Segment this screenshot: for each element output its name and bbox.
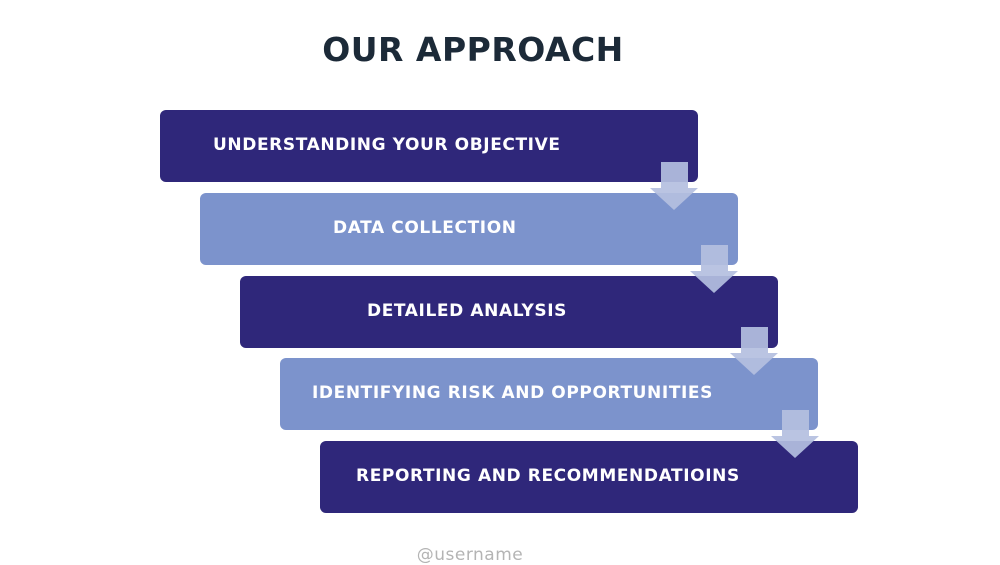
step-label: REPORTING AND RECOMMENDATIOINS	[356, 466, 740, 486]
step-identifying-risk: IDENTIFYING RISK AND OPPORTUNITIES	[280, 358, 818, 430]
step-label: DETAILED ANALYSIS	[367, 301, 568, 321]
username-watermark: @username	[416, 545, 524, 565]
step-reporting-recommendations: REPORTING AND RECOMMENDATIOINS	[320, 441, 858, 513]
step-label: IDENTIFYING RISK AND OPPORTUNITIES	[312, 383, 713, 403]
page-title: OUR APPROACH	[322, 30, 624, 69]
step-label: DATA COLLECTION	[333, 218, 517, 238]
step-data-collection: DATA COLLECTION	[200, 193, 738, 265]
down-arrow-icon	[730, 327, 778, 375]
step-understanding-objective: UNDERSTANDING YOUR OBJECTIVE	[160, 110, 698, 182]
down-arrow-icon	[771, 410, 819, 458]
step-label: UNDERSTANDING YOUR OBJECTIVE	[213, 135, 561, 155]
down-arrow-icon	[690, 245, 738, 293]
down-arrow-icon	[650, 162, 698, 210]
step-detailed-analysis: DETAILED ANALYSIS	[240, 276, 778, 348]
